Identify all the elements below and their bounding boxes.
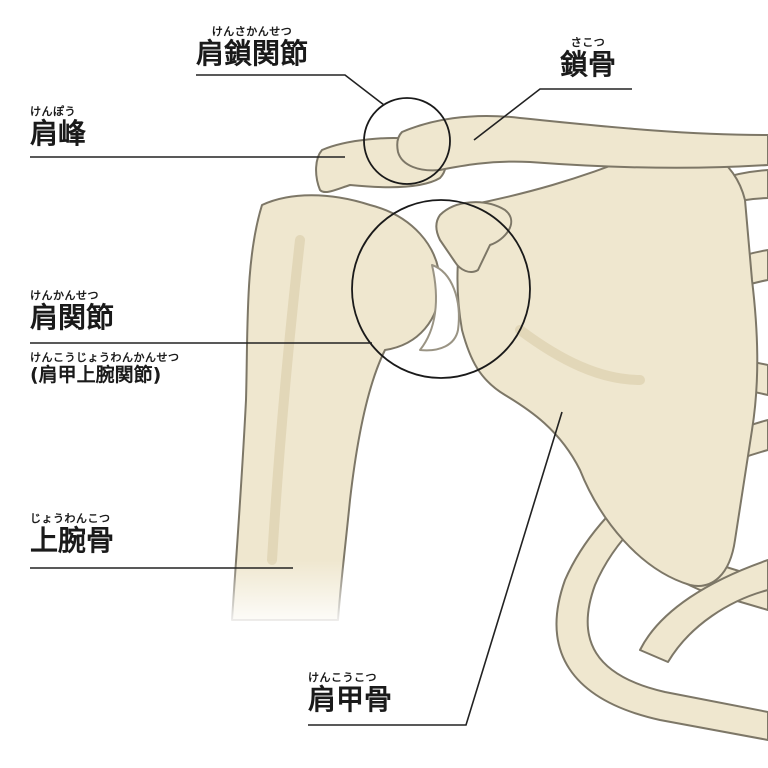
label-acromioclavicular-joint: けんさかんせつ 肩鎖関節: [196, 26, 308, 68]
humerus-fade: [215, 560, 365, 630]
label-scapula: けんこうこつ 肩甲骨: [308, 672, 392, 714]
name-scapula: 肩甲骨: [308, 683, 393, 716]
label-shoulder-joint: けんかんせつ 肩関節: [30, 290, 114, 332]
name-acromioclavicular: 肩鎖関節: [196, 37, 309, 70]
rib-4: [639, 559, 768, 663]
leader-line-acromioclavicular: [196, 74, 385, 106]
label-humerus: じょうわんこつ 上腕骨: [30, 513, 114, 555]
coracoid-shape: [435, 201, 513, 273]
humerus-shape: [231, 194, 441, 621]
ruby-humerus: じょうわんこつ: [30, 512, 111, 525]
name-acromion: 肩峰: [30, 117, 87, 150]
leader-line-clavicle: [473, 88, 632, 141]
ruby-clavicle: さこつ: [570, 36, 606, 49]
label-glenohumeral-joint: けんこうじょうわんかんせつ (肩甲上腕関節): [30, 352, 180, 385]
ruby-glenohumeral: けんこうじょうわんかんせつ: [30, 351, 180, 364]
name-shoulder-joint: 肩関節: [30, 301, 115, 334]
glenoid-shape: [419, 264, 460, 352]
label-clavicle: さこつ 鎖骨: [560, 37, 616, 79]
scapula-shading: [515, 325, 645, 385]
acromioclavicular-circle: [363, 97, 451, 185]
ruby-shoulder-joint: けんかんせつ: [30, 289, 99, 302]
ruby-acromioclavicular: けんさかんせつ: [211, 25, 293, 38]
humerus-shading: [267, 235, 305, 565]
shoulder-joint-circle: [351, 199, 531, 379]
name-clavicle: 鎖骨: [560, 48, 617, 81]
ruby-scapula: けんこうこつ: [308, 671, 377, 684]
leader-line-scapula: [308, 411, 563, 726]
clavicle-shape: [396, 114, 768, 172]
label-acromion: けんぽう 肩峰: [30, 106, 86, 148]
ruby-acromion: けんぽう: [30, 105, 76, 118]
name-humerus: 上腕骨: [30, 524, 115, 557]
name-glenohumeral: (肩甲上腕関節): [30, 364, 162, 386]
